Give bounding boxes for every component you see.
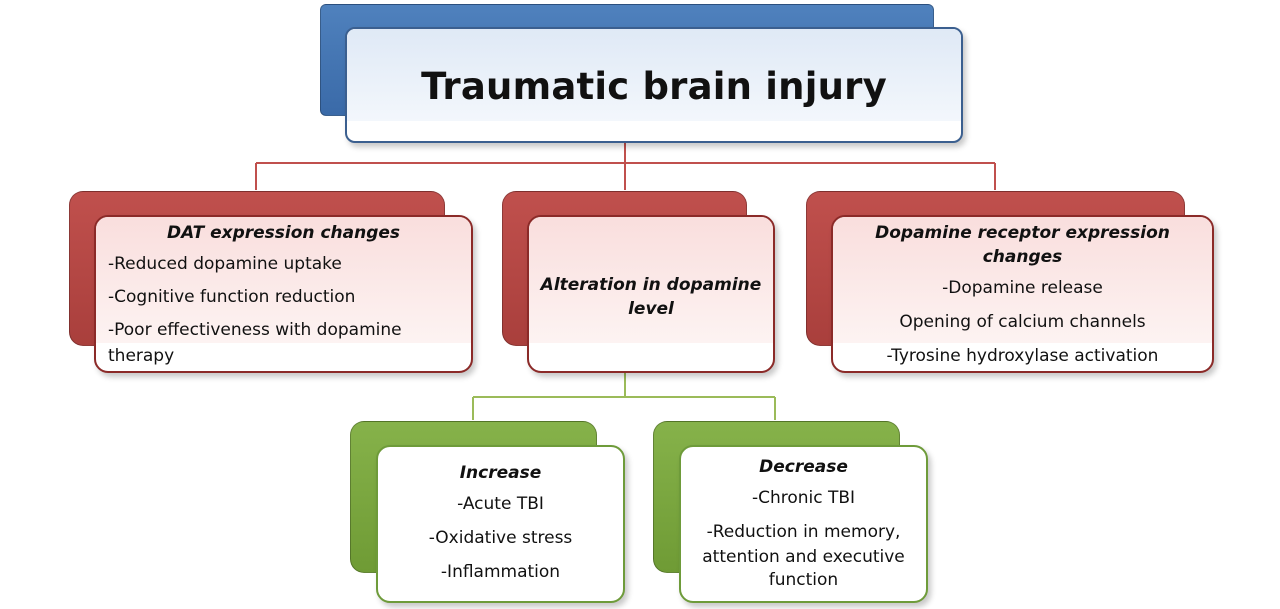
alteration-heading-line1: Alteration in dopamine xyxy=(540,275,762,295)
receptor-item-1: -Dopamine release xyxy=(942,278,1103,298)
receptor-item-3: -Tyrosine hydroxylase activation xyxy=(886,346,1159,366)
increase-node: Increase -Acute TBI -Oxidative stress -I… xyxy=(376,445,625,603)
decrease-item-1: -Chronic TBI xyxy=(751,488,856,508)
alteration-heading-line2: level xyxy=(628,299,674,319)
increase-item-1: -Acute TBI xyxy=(457,494,544,514)
decrease-item-4: function xyxy=(768,570,839,590)
dat-item-4: therapy xyxy=(108,346,175,366)
decrease-node: Decrease -Chronic TBI -Reduction in memo… xyxy=(679,445,928,603)
decrease-item-3: attention and executive xyxy=(702,547,905,567)
receptor-heading-line2: changes xyxy=(982,247,1063,267)
increase-heading: Increase xyxy=(459,463,542,483)
green-connectors xyxy=(472,372,776,420)
receptor-node: Dopamine receptor expression changes -Do… xyxy=(831,215,1214,373)
dat-node: DAT expression changes -Reduced dopamine… xyxy=(94,215,473,373)
receptor-item-2: Opening of calcium channels xyxy=(899,312,1146,332)
red-connectors xyxy=(255,143,996,190)
decrease-heading: Decrease xyxy=(759,457,848,477)
dat-item-3: -Poor effectiveness with dopamine xyxy=(108,320,402,340)
decrease-item-2: -Reduction in memory, xyxy=(706,522,901,542)
alteration-node: Alteration in dopamine level xyxy=(527,215,775,373)
dat-heading: DAT expression changes xyxy=(166,223,401,243)
increase-item-2: -Oxidative stress xyxy=(428,528,573,548)
root-title: Traumatic brain injury xyxy=(421,65,887,108)
increase-item-3: -Inflammation xyxy=(440,562,561,582)
root-node: Traumatic brain injury xyxy=(345,27,963,143)
dat-item-1: -Reduced dopamine uptake xyxy=(108,254,342,274)
receptor-heading-line1: Dopamine receptor expression xyxy=(875,223,1170,243)
dat-item-2: -Cognitive function reduction xyxy=(108,287,356,307)
